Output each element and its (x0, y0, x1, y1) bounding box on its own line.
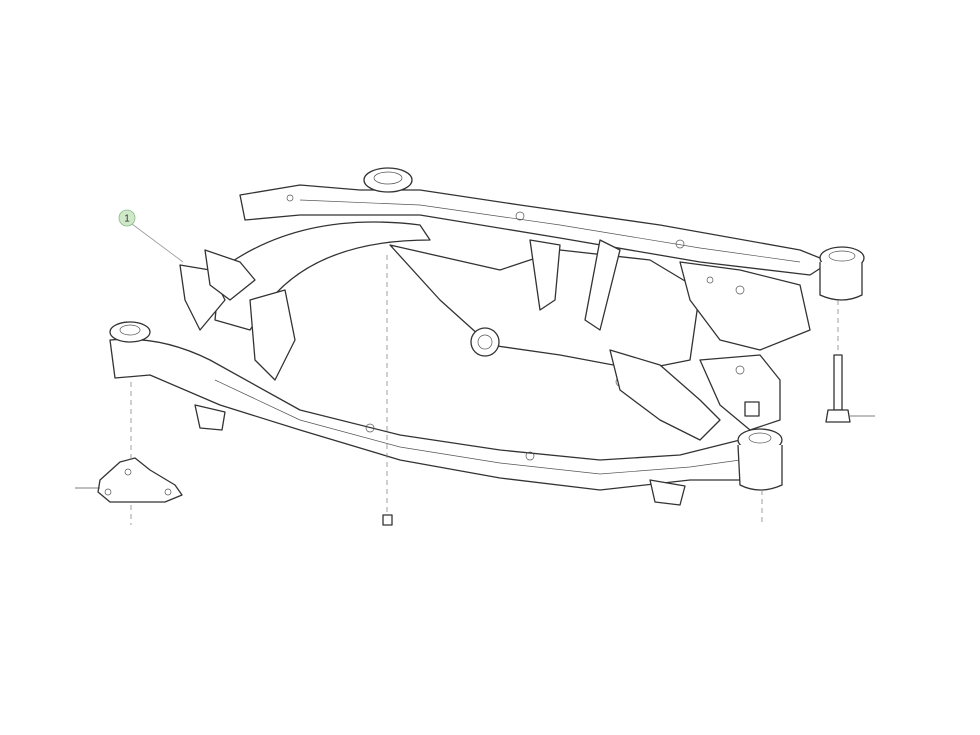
mounting-bracket-part (75, 457, 183, 503)
callout-circle (118, 209, 136, 227)
front-cross-member (109, 321, 783, 506)
rear-cross-member (239, 167, 865, 301)
main-frame (214, 221, 811, 371)
bolt-part (825, 354, 875, 423)
callout-1[interactable]: 1 (118, 209, 184, 263)
callout-leader-line (131, 223, 184, 263)
assembly-axis-lines (130, 255, 839, 525)
callout-number: 1 (124, 214, 130, 225)
pin-part (382, 514, 393, 526)
side-members (179, 249, 781, 441)
